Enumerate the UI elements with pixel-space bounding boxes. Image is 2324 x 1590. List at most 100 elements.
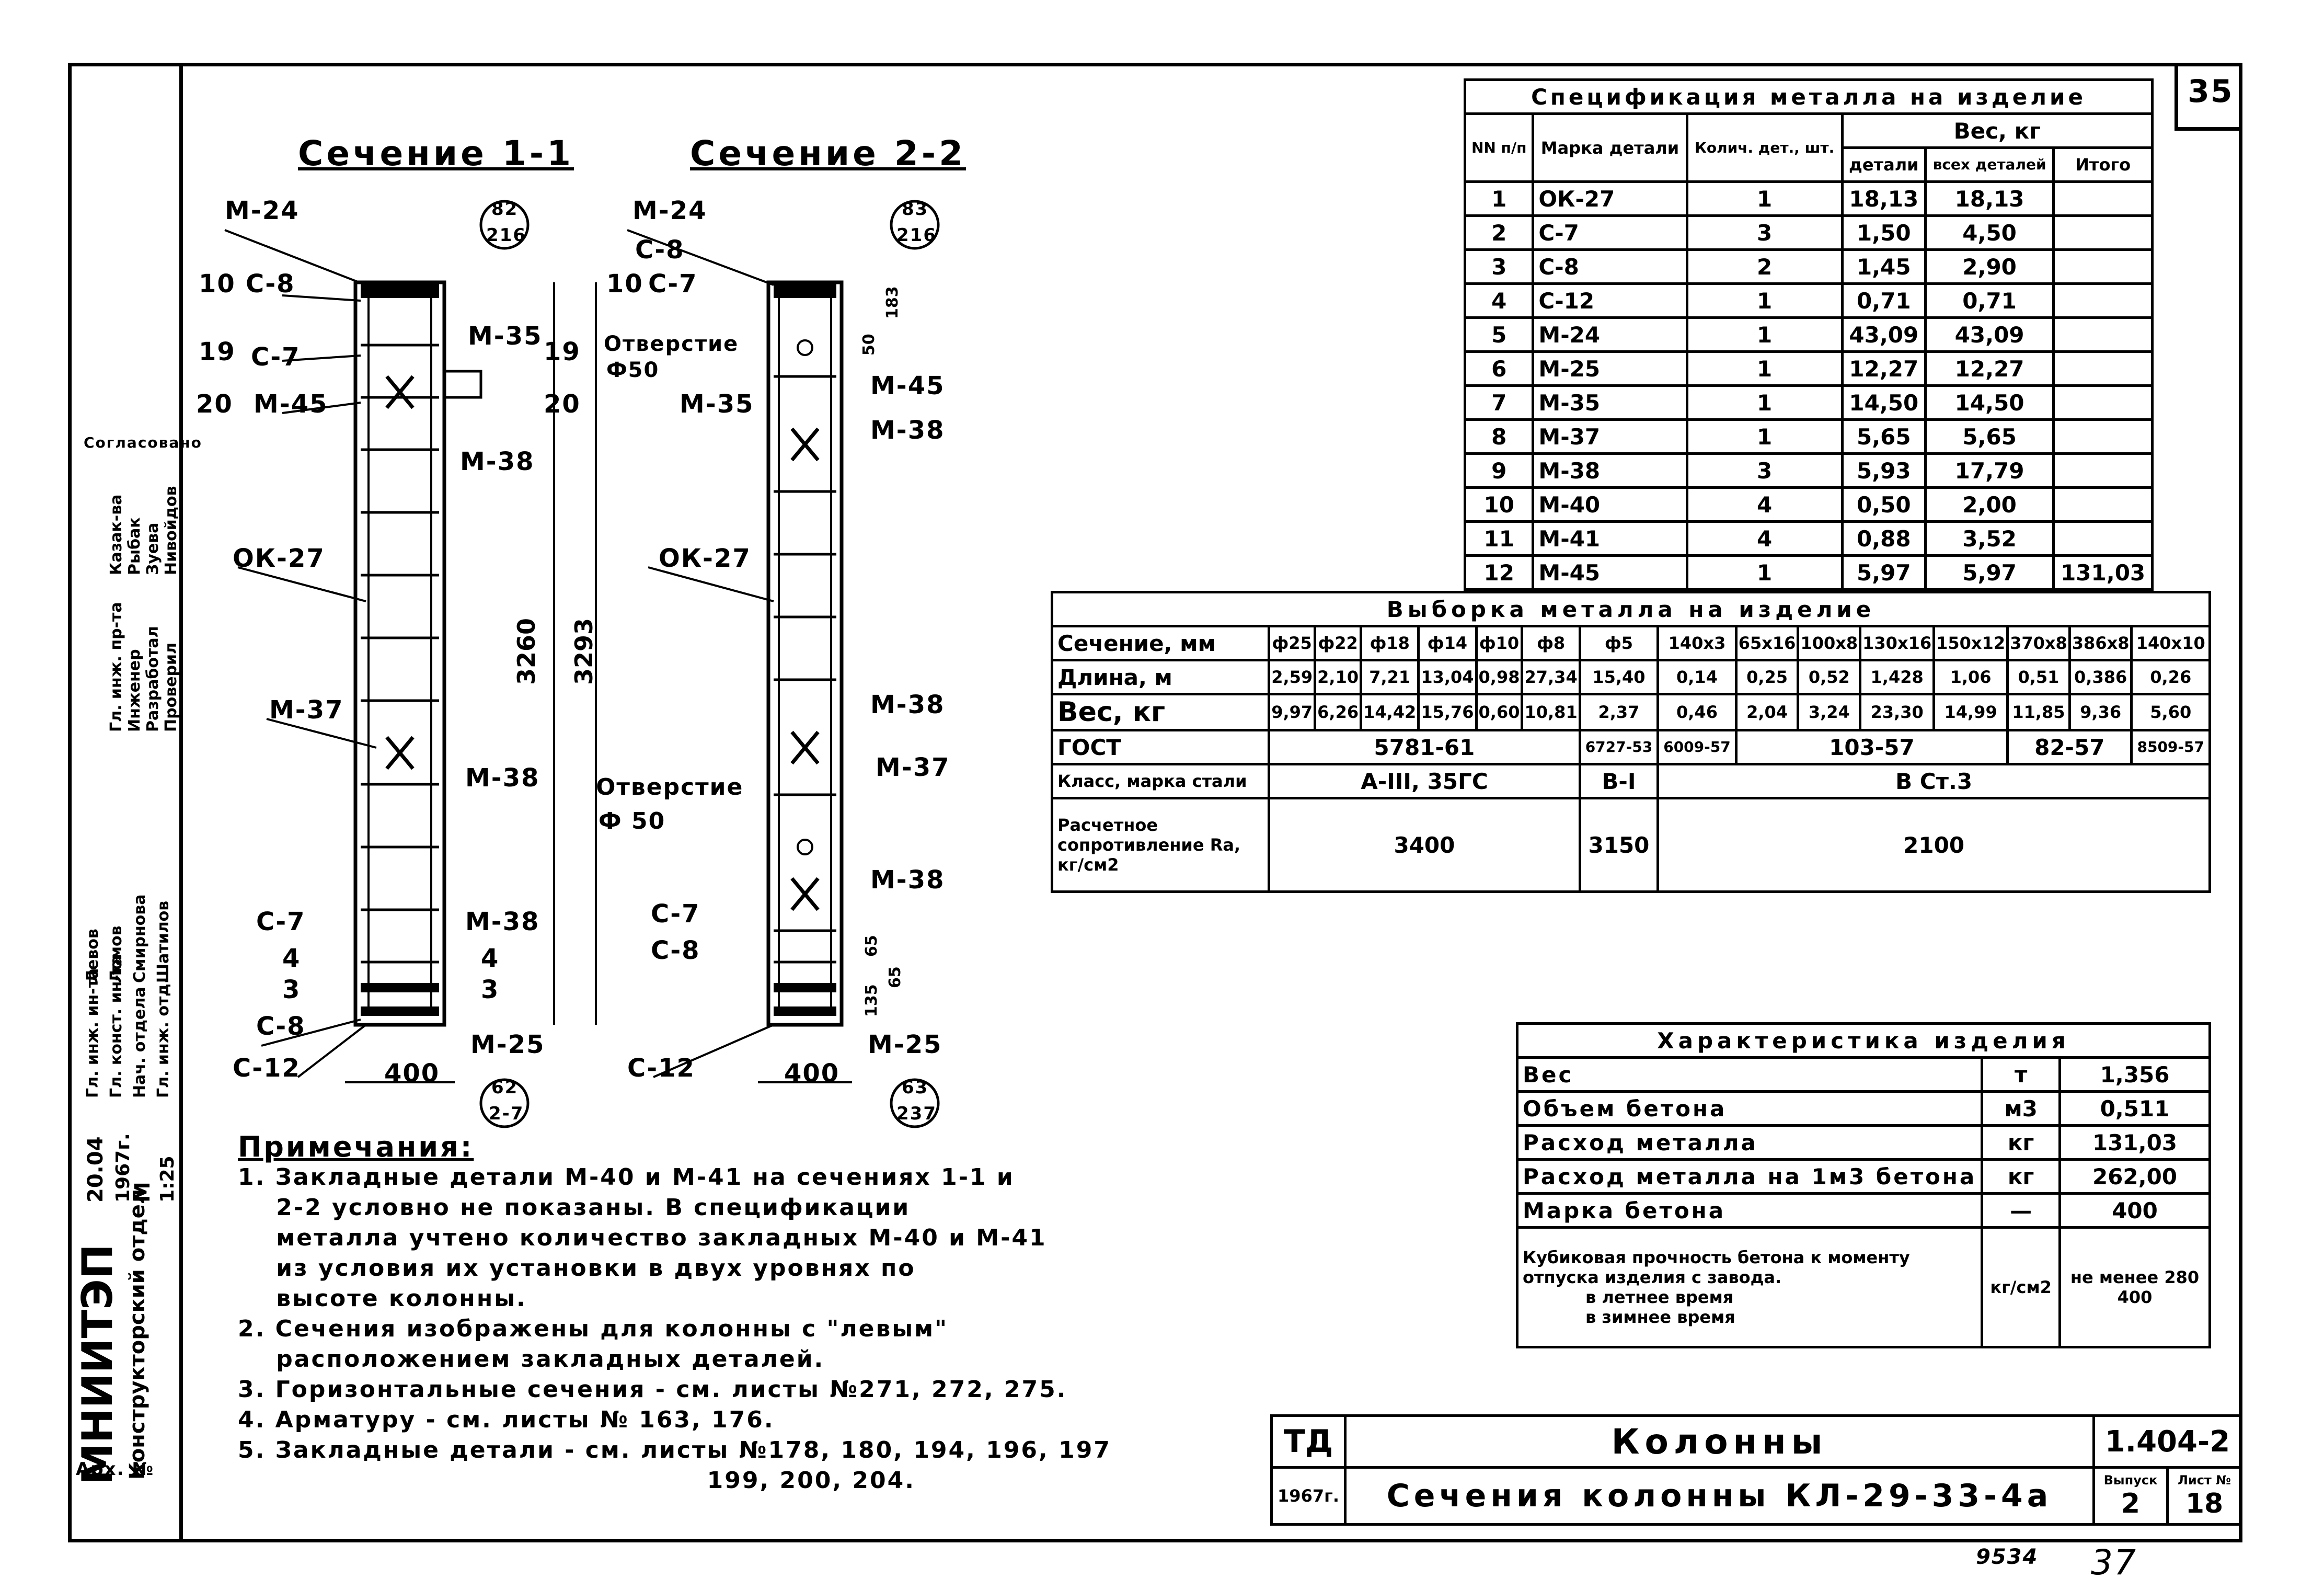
spec-nn: 7: [1463, 384, 1535, 421]
spec-wpart: 14,50: [1840, 384, 1927, 421]
s1-label-4b: 4: [481, 944, 500, 973]
s2-label-m24: M-24: [632, 196, 707, 225]
spec-qty: 1: [1685, 350, 1844, 387]
s1-label-4: 4: [282, 944, 301, 973]
s2-circle-bot-a: 63: [902, 1077, 929, 1098]
stamp-sheet: 18: [2185, 1488, 2224, 1519]
s1-label-c12: С-12: [233, 1054, 301, 1083]
s2-label-m38-b: M-38: [870, 690, 945, 719]
char-row: Марка бетона—400: [1515, 1192, 2212, 1229]
s1-dim-3260: 3260: [512, 617, 540, 685]
bottom-sheet-number: 37: [2091, 1542, 2137, 1583]
s1-label-m38-c: M-38: [465, 907, 540, 936]
spec-qty: 4: [1685, 520, 1844, 557]
s2-label-f50: Ф50: [606, 358, 660, 382]
spec-wpart: 18,13: [1840, 180, 1927, 217]
s2-dim-135: 135: [862, 984, 881, 1017]
sel-section-cell: ф14: [1417, 625, 1478, 661]
note-4: 4. Арматуру - см. листы № 163, 176.: [238, 1406, 775, 1433]
s1-label-m37: M-37: [269, 695, 344, 725]
spec-mark: M-38: [1532, 452, 1688, 489]
s2-circle-top-b: 216: [896, 225, 937, 246]
char-unit: т: [1981, 1056, 2061, 1093]
spec-mark: M-35: [1532, 384, 1688, 421]
stamp-issue: 2: [2121, 1488, 2141, 1519]
sel-resist-3: 2100: [1656, 797, 2211, 893]
s2-dim-50: 50: [860, 334, 878, 356]
char-label: Расход металла: [1515, 1124, 1984, 1161]
spec-mark: M-37: [1532, 418, 1688, 455]
spec-h-wtotal: Итого: [2052, 146, 2154, 183]
sidebar-approved: Согласовано: [84, 434, 202, 451]
s2-label-c8-b: С-8: [651, 936, 700, 965]
spec-nn: 12: [1463, 554, 1535, 591]
spec-mark: M-25: [1532, 350, 1688, 387]
char-strength-summer: не менее 280: [2070, 1267, 2200, 1287]
spec-wpart: 5,65: [1840, 418, 1927, 455]
sel-length-cell: 2,10: [1314, 659, 1363, 695]
spec-nn: 4: [1463, 282, 1535, 319]
title-strip: [68, 63, 183, 1542]
s1-label-m25: M-25: [470, 1030, 545, 1059]
spec-table: Спецификация металла на изделие NN п/п М…: [1463, 78, 2154, 591]
spec-wpart: 0,88: [1840, 520, 1927, 557]
page-number-box: [2175, 63, 2242, 131]
char-label: Марка бетона: [1515, 1192, 1984, 1229]
sel-weight-cell: 2,04: [1734, 693, 1800, 731]
sel-section-cell: 386х8: [2068, 625, 2133, 661]
s1-label-c7-b: С-7: [256, 907, 306, 936]
sel-length-cell: 0,386: [2068, 659, 2133, 695]
sel-weight-cell: 0,60: [1475, 693, 1524, 731]
s1-dim-3293: 3293: [570, 617, 598, 685]
spec-h-nn: NN п/п: [1463, 112, 1535, 183]
spec-total-empty: [2052, 520, 2154, 557]
s2-label-c7: С-7: [648, 269, 698, 299]
sel-gost-6: 8509-57: [2130, 729, 2211, 765]
spec-mark: С-7: [1532, 214, 1688, 251]
sel-steel-1: А-III, 35ГС: [1268, 763, 1581, 799]
spec-total: 131,03: [2052, 554, 2154, 591]
s2-circle-bot-b: 237: [896, 1103, 937, 1124]
spec-wall: 0,71: [1924, 282, 2055, 319]
s1-label-m24: M-24: [225, 196, 300, 225]
spec-nn: 8: [1463, 418, 1535, 455]
sel-section-cell: ф25: [1268, 625, 1317, 661]
spec-wpart: 1,45: [1840, 248, 1927, 285]
char-unit: кг: [1981, 1158, 2061, 1195]
char-title: Характеристика изделия: [1516, 1022, 2211, 1059]
spec-wpart: 1,50: [1840, 214, 1927, 251]
spec-wall: 18,13: [1924, 180, 2055, 217]
stamp-issue-label: Выпуск: [2103, 1473, 2158, 1488]
sel-weight-cell: 11,85: [2006, 693, 2071, 731]
stamp-issue-cell: Выпуск 2: [2092, 1466, 2169, 1526]
spec-wall: 17,79: [1924, 452, 2055, 489]
spec-mark: С-12: [1532, 282, 1688, 319]
sel-length-cell: 15,40: [1578, 659, 1660, 695]
char-value: 0,511: [2058, 1090, 2212, 1127]
sel-weight-cell: 2,37: [1578, 693, 1660, 731]
spec-title: Спецификация металла на изделие: [1464, 78, 2154, 115]
stamp-sheet-cell: Лист № 18: [2166, 1466, 2242, 1526]
char-strength-values: не менее 280 400: [2058, 1226, 2212, 1348]
s2-dim-400: 400: [784, 1059, 840, 1088]
selection-title: Выборка металла на изделие: [1051, 591, 2211, 627]
char-unit: —: [1981, 1192, 2061, 1229]
s1-circle-bot-a: 62: [491, 1077, 519, 1098]
stamp-sheet-label: Лист №: [2177, 1473, 2231, 1488]
stamp-title2: Сечения колонны КЛ-29-33-4а: [1344, 1466, 2095, 1526]
char-strength-winter: 400: [2117, 1287, 2153, 1307]
s1-circle-top-a: 82: [491, 199, 519, 220]
s2-label-m38-c: M-38: [870, 865, 945, 895]
s2-label-f50-b: Ф 50: [599, 808, 666, 834]
title-block: ТД Колонны 1.404-2 1967г. Сечения колонн…: [1270, 1414, 2242, 1526]
char-unit: кг: [1981, 1124, 2061, 1161]
s2-label-m38-a: M-38: [870, 416, 945, 445]
spec-total-empty: [2052, 350, 2154, 387]
